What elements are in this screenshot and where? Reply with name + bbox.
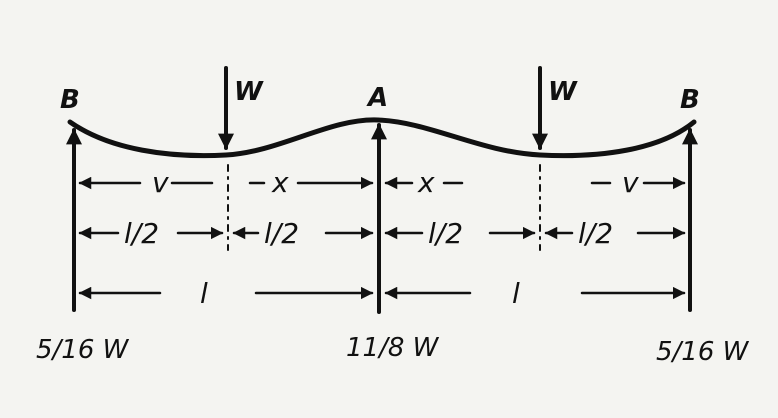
dim-half-3: l/2 [428,217,463,250]
dim-v-left: v [152,166,169,199]
reaction-label-center: 11/8 W [346,333,440,363]
load-label-left: W [234,77,264,107]
point-label-b-left: B [60,85,80,115]
dim-v-right: v [622,166,639,199]
deflected-beam-curve [67,117,697,159]
reaction-label-left: 5/16 W [36,335,130,365]
dim-span-right: l [512,277,520,310]
dim-span-left: l [200,277,208,310]
point-label-b-right: B [680,85,700,115]
dim-x-right: x [417,166,435,199]
dim-half-1: l/2 [124,217,159,250]
dim-x-left: x [271,166,289,199]
point-label-a: A [366,83,388,113]
load-label-right: W [548,77,578,107]
dim-half-2: l/2 [264,217,299,250]
reaction-label-right: 5/16 W [656,337,750,367]
dimension-row-half-spans: l/2 l/2 l/2 l/2 [78,217,686,250]
dim-half-4: l/2 [578,217,613,250]
dimension-row-vx: v x x v [78,166,686,199]
dimension-row-spans: l l [78,277,686,310]
